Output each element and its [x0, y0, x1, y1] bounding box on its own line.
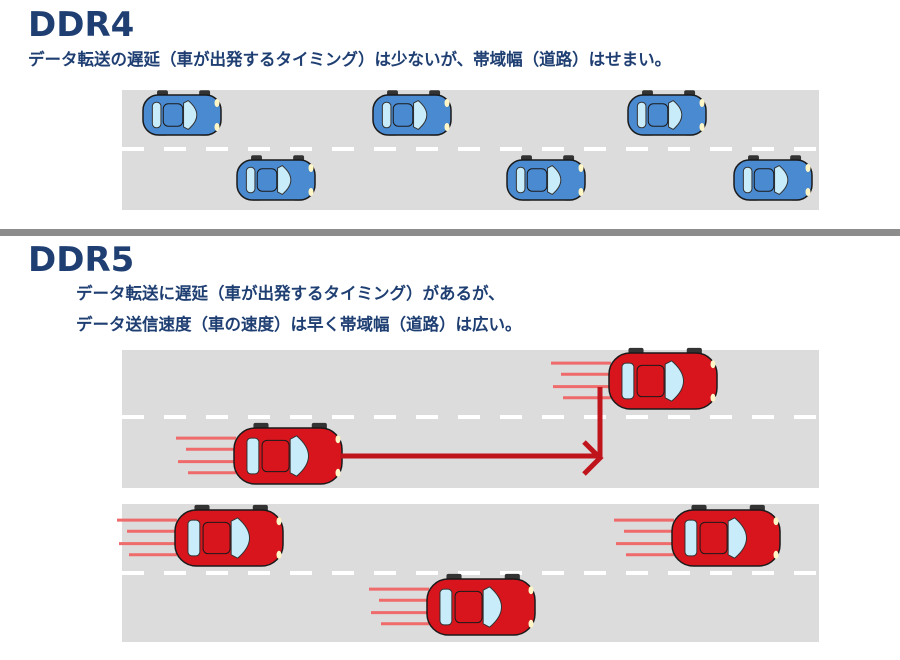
section-divider [0, 229, 900, 236]
ddr5-car [369, 573, 536, 636]
ddr5-car [117, 504, 284, 567]
ddr4-car [506, 155, 586, 201]
ddr4-car [627, 90, 707, 136]
arrow-head [582, 440, 604, 476]
latency-arrow [340, 387, 603, 459]
ddr4-car [142, 90, 222, 136]
ddr4-car [733, 155, 813, 201]
ddr5-description-line1: データ転送に遅延（車が出発するタイミング）があるが、 [76, 284, 505, 303]
ddr5-description-line2: データ送信速度（車の速度）は早く帯域幅（道路）は広い。 [76, 315, 522, 334]
ddr4-description: データ転送の遅延（車が出発するタイミング）は少ないが、帯域幅（道路）はせまい。 [28, 50, 672, 69]
ddr5-title: DDR5 [28, 240, 135, 280]
ddr5-car [551, 347, 718, 410]
ddr5-car [614, 504, 781, 567]
ddr4-title: DDR4 [28, 5, 135, 45]
ddr4-car [236, 155, 316, 201]
ddr4-car [372, 90, 452, 136]
ddr5-car [176, 422, 343, 485]
